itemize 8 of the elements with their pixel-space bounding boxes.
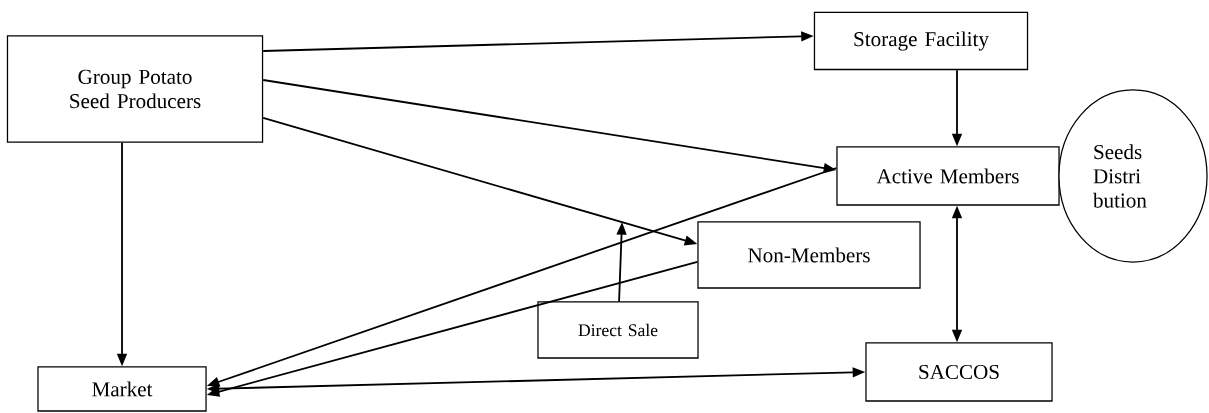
process-box: Direct Sale [537,301,699,359]
process-box: SACCOS [865,342,1053,402]
process-box: Storage Facility [813,11,1029,71]
process-box: Active Members [836,146,1060,206]
node-label: Seeds Distri bution [1092,144,1147,208]
process-box: Group Potato Seed Producers [6,35,264,143]
process-box: Market [37,366,207,412]
process-box: Non-Members [697,221,921,289]
